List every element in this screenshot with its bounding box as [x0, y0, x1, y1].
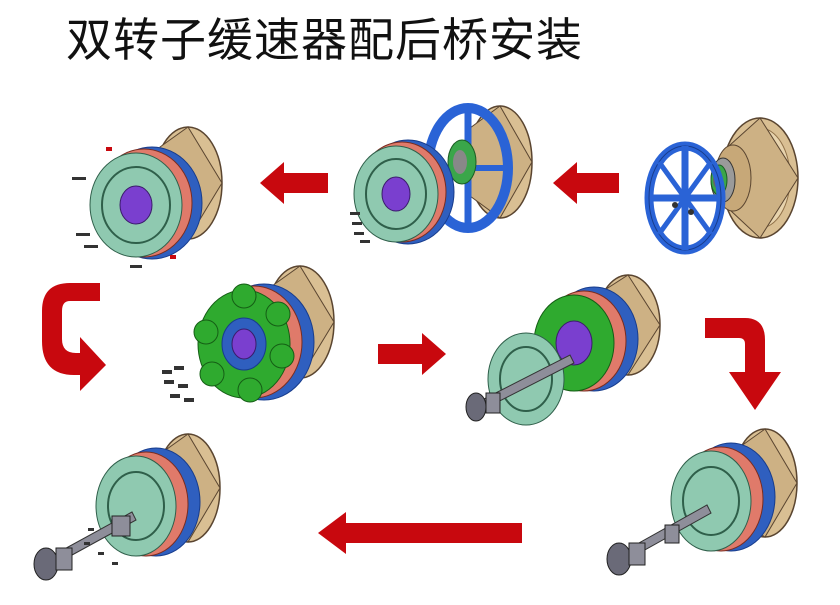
right-arrow-icon — [378, 333, 446, 375]
step-6-diagram — [603, 425, 803, 585]
step-5-diagram — [460, 274, 670, 435]
left-arrow-icon — [553, 162, 619, 204]
step-3-diagram — [70, 125, 230, 275]
left-arrow-icon — [260, 162, 328, 204]
step-2-diagram — [350, 100, 540, 260]
page-title: 双转子缓速器配后桥安装 — [66, 13, 583, 67]
step-4-diagram — [160, 262, 340, 412]
long-left-arrow-icon — [318, 512, 522, 554]
step-1-diagram — [635, 110, 805, 260]
curved-right-down-arrow-icon — [705, 318, 785, 410]
step-7-diagram — [28, 432, 228, 592]
curved-down-right-arrow-icon — [36, 275, 108, 395]
